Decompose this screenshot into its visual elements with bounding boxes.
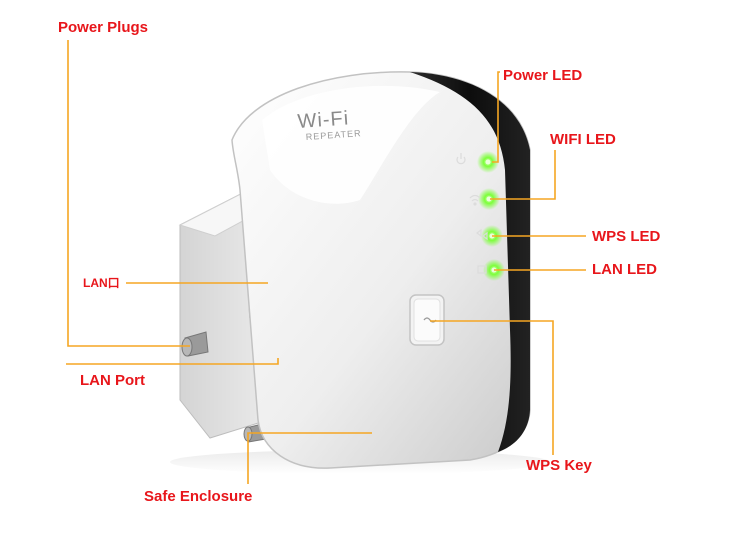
label-wps-key: WPS Key <box>526 457 592 474</box>
power-symbol-icon <box>456 153 466 165</box>
leader-power-plugs <box>67 40 190 347</box>
wps-key-button <box>409 294 445 346</box>
wifi-led <box>478 188 500 210</box>
label-power-plugs: Power Plugs <box>58 19 149 36</box>
label-power-led: Power LED <box>503 67 583 84</box>
label-wifi-led: WIFI LED <box>550 131 616 148</box>
front-panel <box>410 72 530 452</box>
leader-power-led <box>492 71 500 163</box>
label-lan-led: LAN LED <box>592 261 657 278</box>
label-lan-port: LAN Port <box>80 372 145 389</box>
wps-symbol-icon <box>476 228 488 241</box>
wifi-symbol-icon <box>469 194 481 206</box>
label-wps-led: WPS LED <box>592 228 661 245</box>
leader-lines <box>66 40 586 484</box>
leader-wifi-led <box>490 150 556 200</box>
brand-logo: Wi-Fi <box>297 107 350 133</box>
power-plug-pin-upper-tip <box>181 337 193 357</box>
body-highlight <box>262 85 440 204</box>
brand-subtitle: REPEATER <box>305 128 361 142</box>
leader-safe-enclosure <box>247 432 372 484</box>
lan-symbol-icon <box>477 265 487 274</box>
power-led <box>477 151 499 173</box>
label-lan-jack: LAN口 <box>83 276 120 290</box>
leader-wps-key <box>430 320 554 455</box>
leader-lan-port <box>66 358 279 365</box>
label-safe-enclosure: Safe Enclosure <box>144 488 253 505</box>
